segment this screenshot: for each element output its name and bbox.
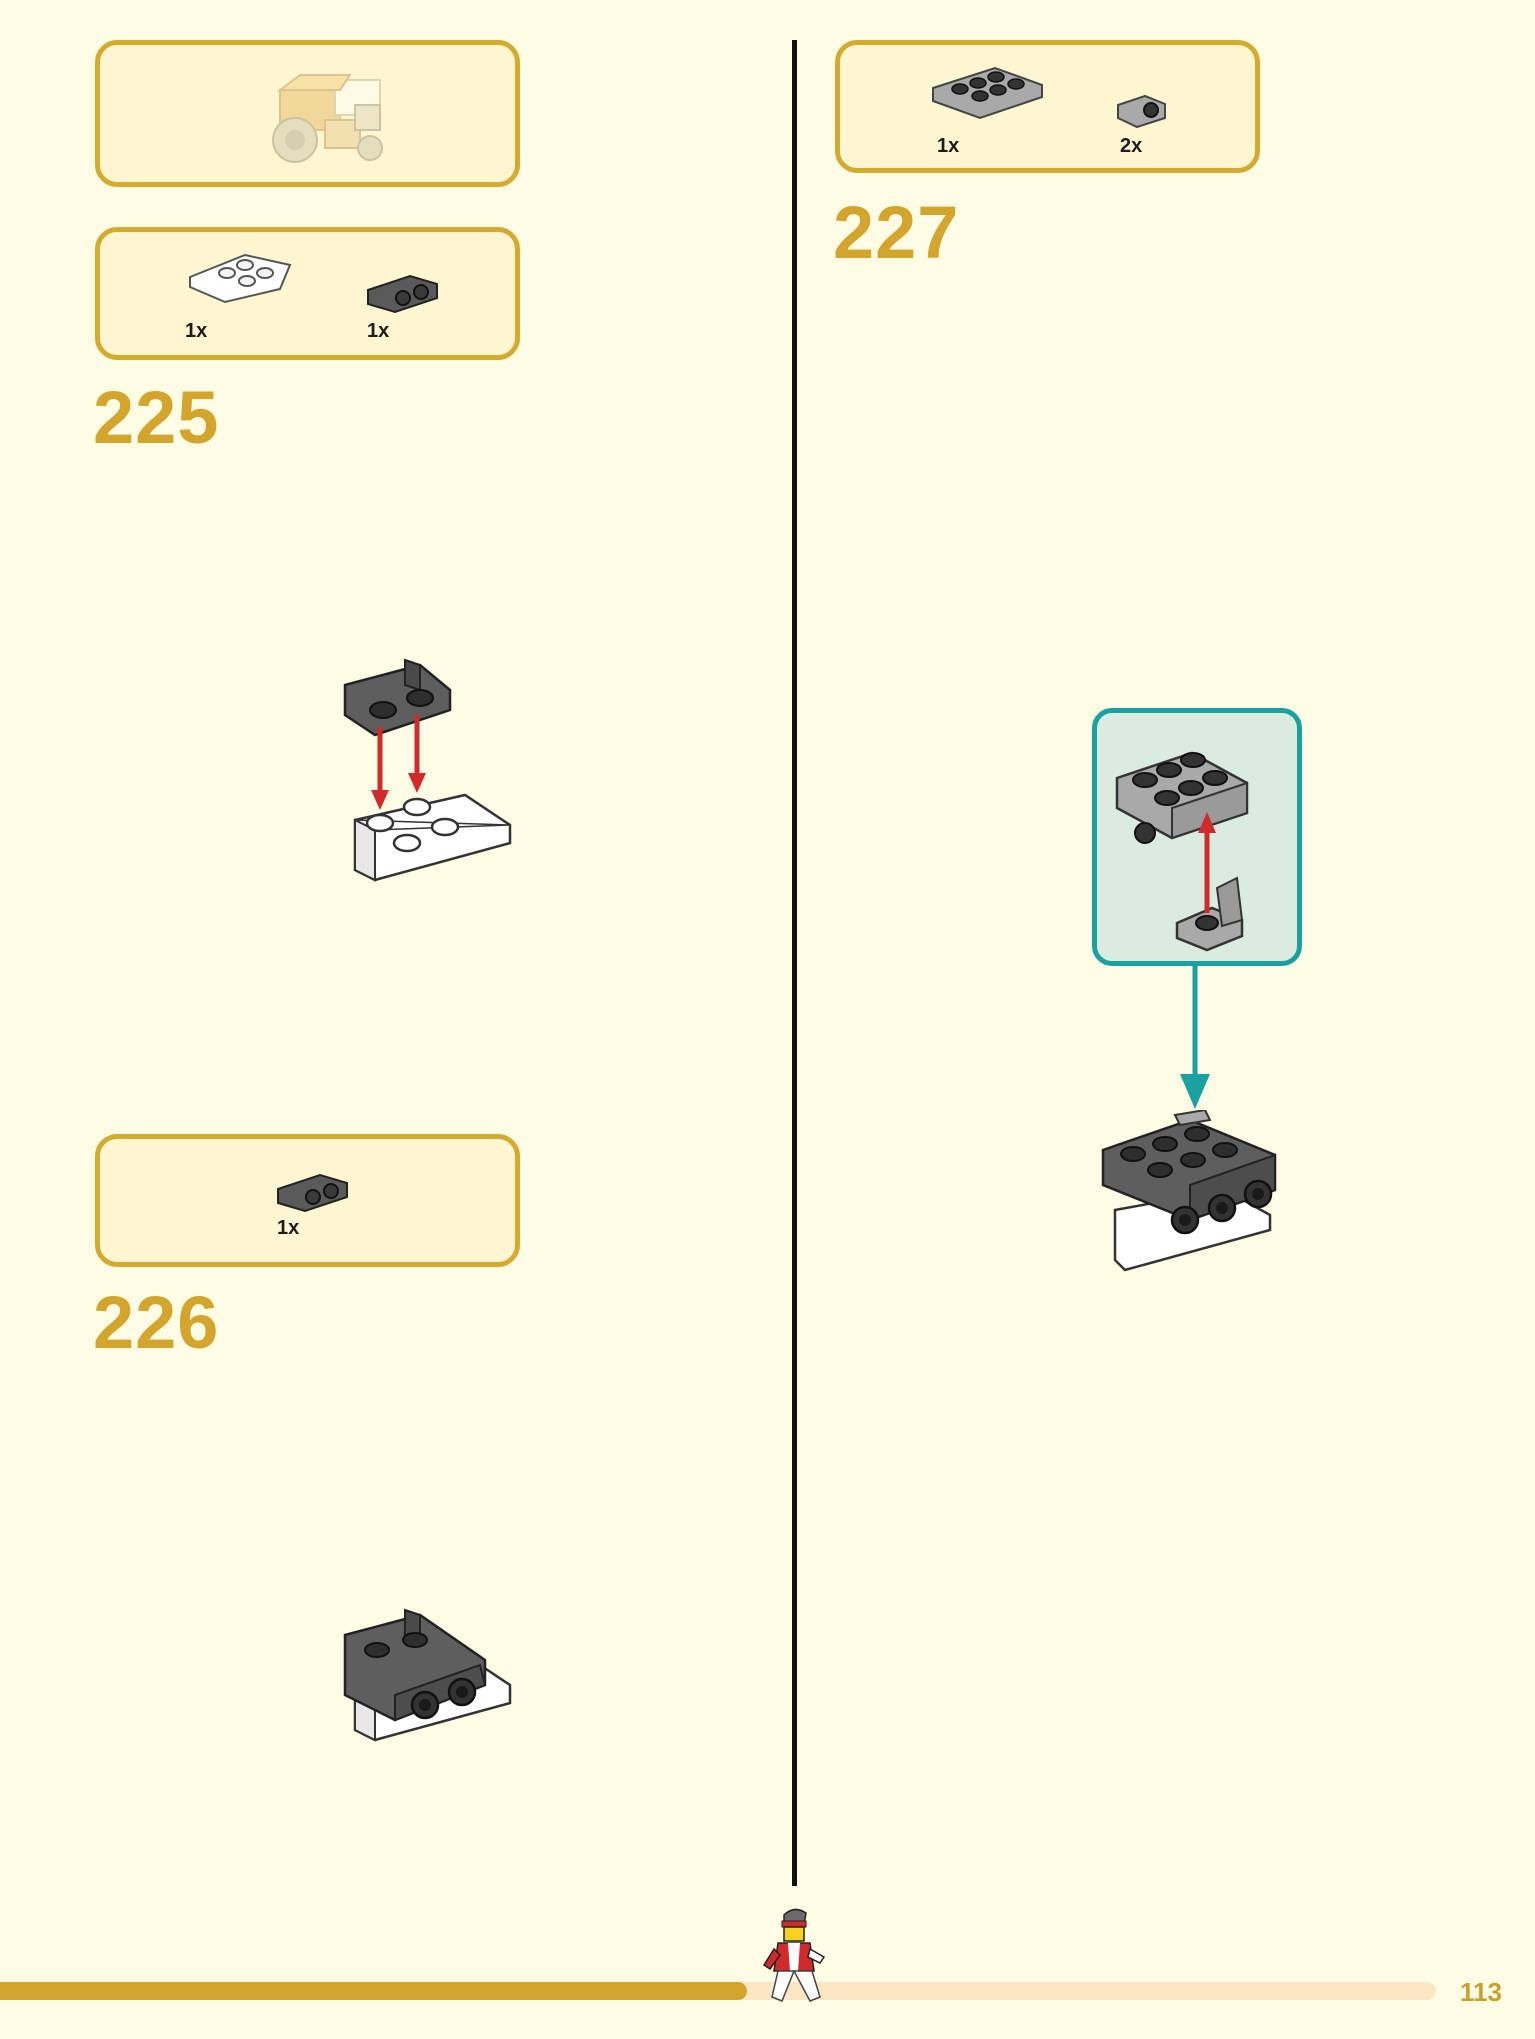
callout-subassembly-illustration xyxy=(1115,751,1249,952)
step-226-parts-box: 1x xyxy=(95,1134,520,1267)
running-minifigure-icon xyxy=(762,1908,826,2002)
light-gray-bracket-1x1-icon xyxy=(1117,94,1166,129)
step-227-part-2-qty: 2x xyxy=(1120,135,1143,157)
dark-gray-bracket-icon xyxy=(367,274,438,314)
step-227-part-1-qty: 1x xyxy=(937,135,960,157)
progress-bar-fill xyxy=(0,1982,747,2000)
step-225-part-2-qty: 1x xyxy=(367,320,390,342)
column-divider xyxy=(792,40,797,1886)
page-number: 113 xyxy=(1460,1977,1502,2007)
step-226-illustration xyxy=(343,1608,512,1742)
step-226-part-1-qty: 1x xyxy=(277,1217,300,1239)
step-226-number: 226 xyxy=(93,1281,220,1364)
step-225-illustration xyxy=(343,658,512,882)
step-227-callout xyxy=(1092,708,1302,966)
overview-box xyxy=(95,40,520,187)
white-wedge-plate-icon xyxy=(189,253,292,304)
step-227-parts-box: 1x 2x xyxy=(835,40,1260,173)
step-225-number: 225 xyxy=(93,376,220,459)
light-gray-plate-2x3-icon xyxy=(932,66,1043,120)
step-227-illustration xyxy=(1101,1110,1277,1272)
build-overview-icon xyxy=(272,74,383,163)
dark-gray-bracket-icon xyxy=(277,1173,348,1213)
callout-connector-arrow xyxy=(1180,964,1210,1109)
step-225-part-1-qty: 1x xyxy=(185,320,208,342)
step-227-number: 227 xyxy=(833,191,960,274)
progress-bar xyxy=(0,1982,1436,2000)
step-225-parts-box: 1x 1x xyxy=(95,227,520,360)
